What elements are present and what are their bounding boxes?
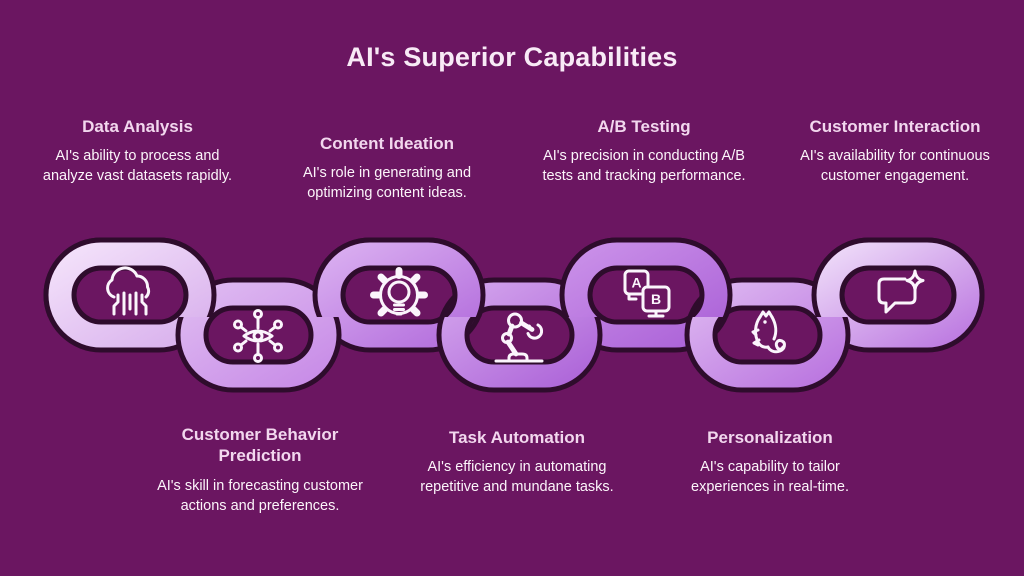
page-title: AI's Superior Capabilities [346, 42, 678, 72]
capability-heading: Customer Interaction [809, 117, 981, 136]
capability-description: AI's skill in forecasting customer actio… [157, 477, 363, 514]
capability-description: AI's ability to process and analyze vast… [42, 148, 233, 185]
capability-description: AI's capability to tailor experiences in… [691, 459, 849, 496]
capability-description: AI's role in generating and optimizing c… [302, 165, 472, 202]
capability-description: AI's availability for continuous custome… [800, 148, 990, 185]
capability-block-customer-interaction: Customer Interaction AI's availability f… [785, 116, 1005, 186]
capability-heading: Content Ideation [319, 134, 455, 153]
chain-link-task-automation [436, 277, 603, 393]
robot-arm-icon [494, 312, 544, 363]
chain-link-personalization [684, 277, 851, 393]
capability-block-content-ideation: Content Ideation AI's role in generating… [282, 133, 492, 203]
svg-text:A: A [631, 275, 641, 291]
chat-sparkle-icon [877, 269, 925, 314]
cloud-data-icon [106, 266, 151, 316]
chain-link-customer-behavior-prediction [175, 277, 342, 393]
capability-block-personalization: Personalization AI's capability to tailo… [660, 427, 880, 497]
capability-description: AI's precision in conducting A/B tests a… [542, 148, 746, 185]
capability-heading: Personalization [707, 428, 833, 447]
capability-heading: Data Analysis [82, 117, 193, 136]
capability-block-customer-behavior-prediction: Customer Behavior Prediction AI's skill … [155, 424, 365, 516]
capability-description: AI's efficiency in automating repetitive… [420, 459, 614, 496]
network-eye-icon [233, 309, 283, 363]
chameleon-icon [751, 310, 786, 354]
ab-screens-icon: A B [623, 269, 671, 318]
capability-block-ab-testing: A/B Testing AI's precision in conducting… [538, 116, 750, 186]
capability-heading: Task Automation [448, 428, 585, 447]
gear-lightbulb-icon [370, 267, 428, 317]
capability-heading: A/B Testing [597, 117, 691, 136]
svg-text:B: B [651, 291, 661, 307]
capability-block-data-analysis: Data Analysis AI's ability to process an… [30, 116, 245, 186]
capability-block-task-automation: Task Automation AI's efficiency in autom… [412, 427, 622, 497]
capability-heading: Customer Behavior Prediction [181, 425, 339, 466]
